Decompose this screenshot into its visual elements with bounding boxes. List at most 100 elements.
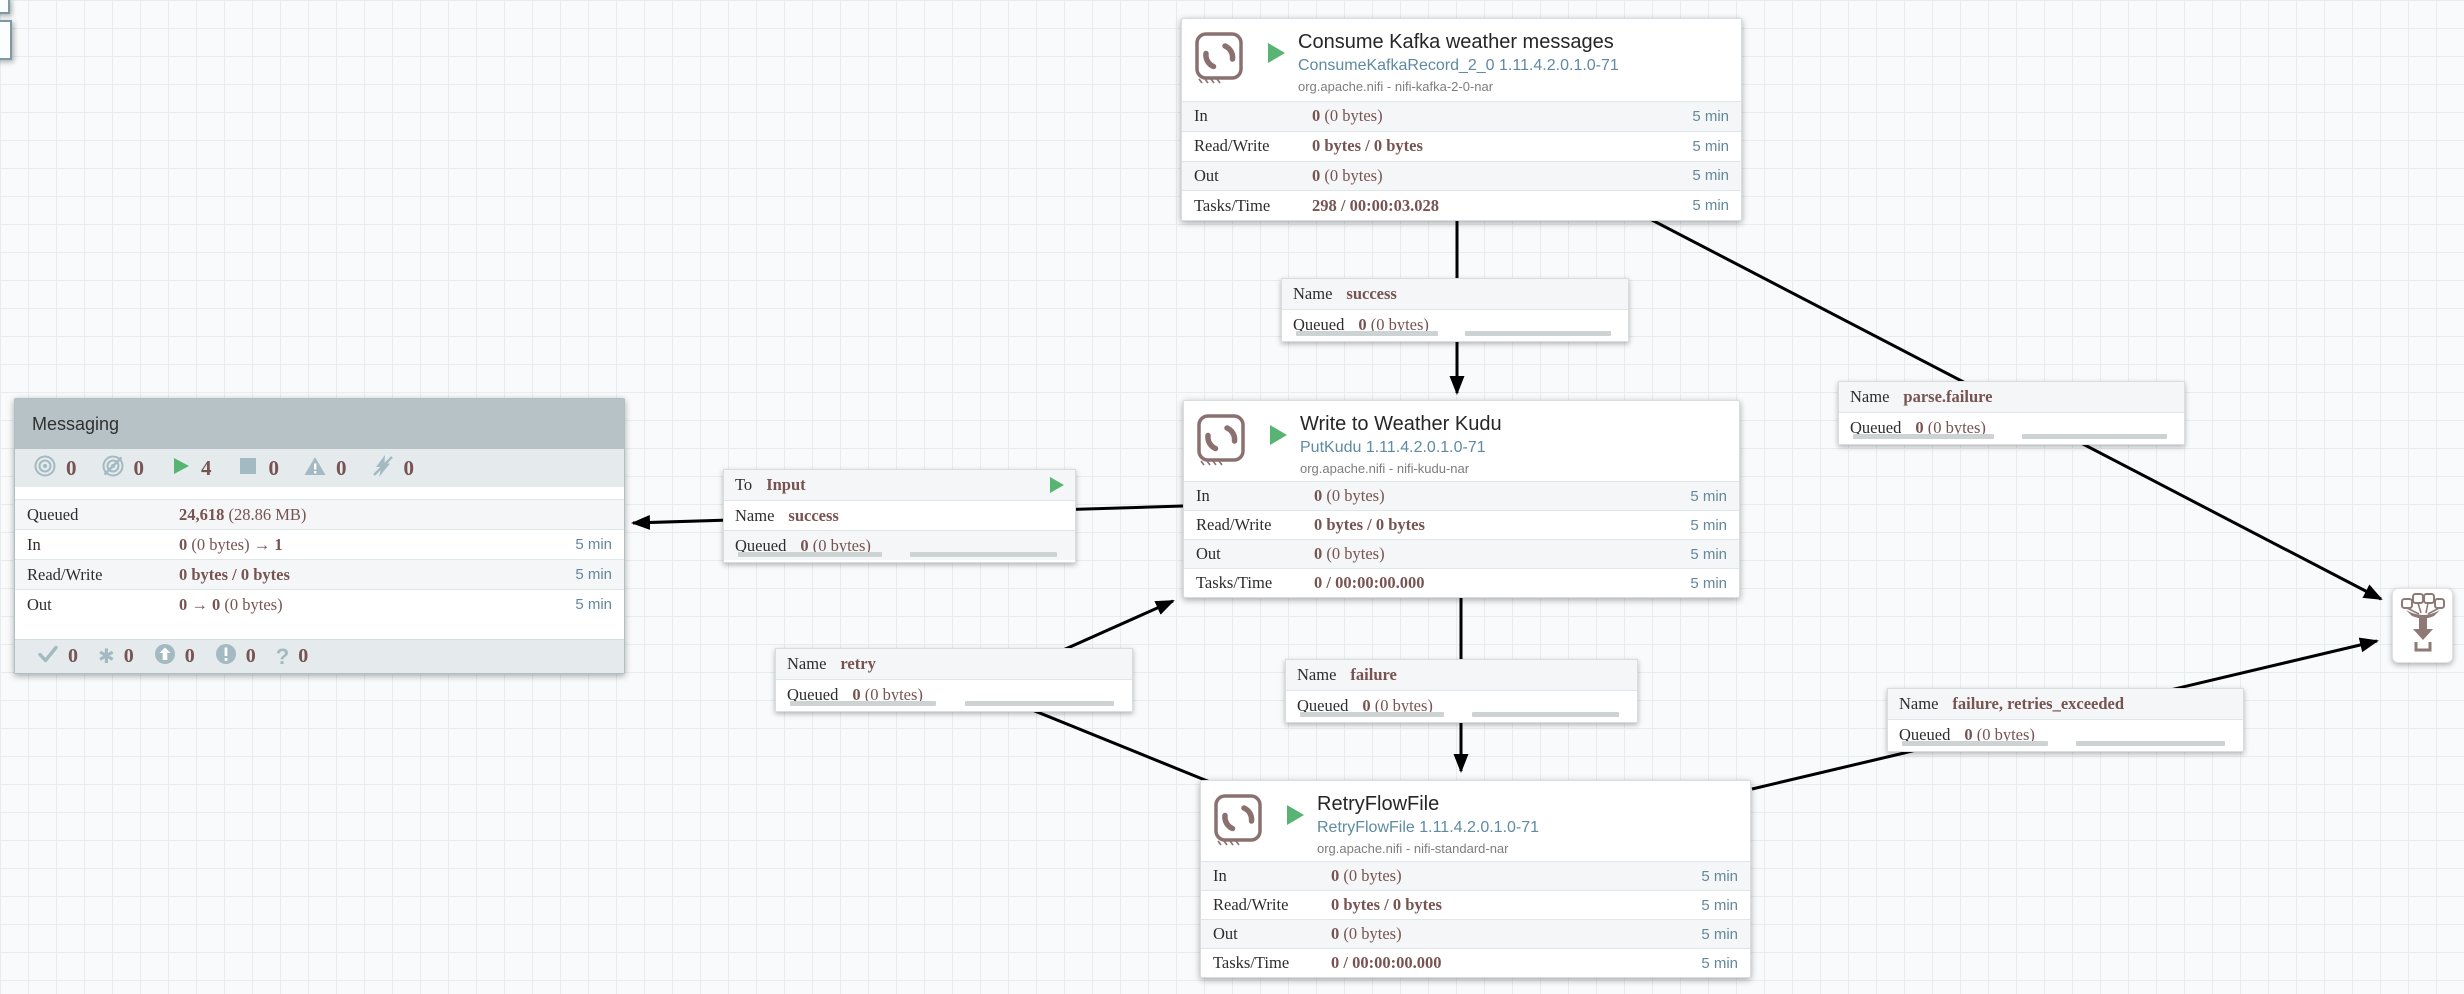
stat-label: Out [1194, 165, 1219, 185]
processor-title: Write to Weather Kudu [1300, 413, 1502, 435]
stat-value: 0 bytes / 0 bytes [179, 564, 290, 584]
warning-count: 0 [336, 455, 347, 480]
port-running-icon [1050, 477, 1064, 493]
stat-label: Tasks/Time [1194, 195, 1271, 215]
queue-size-bar [1472, 712, 1620, 717]
stat-window: 5 min [575, 566, 612, 583]
processor-title: Consume Kafka weather messages [1298, 31, 1614, 53]
name-key: Name [1297, 665, 1337, 684]
queued-value: 0 (0 bytes) [1915, 417, 1986, 437]
stat-label: Read/Write [1196, 515, 1272, 534]
process-group-header[interactable]: Messaging [15, 399, 624, 449]
processor-retryflowfile[interactable]: RetryFlowFile RetryFlowFile 1.11.4.2.0.1… [1200, 780, 1751, 978]
stat-value: 0 (0 bytes) [1331, 866, 1402, 885]
stat-value: 24,618 (28.86 MB) [179, 504, 307, 524]
stopped-icon [236, 454, 260, 483]
sync-failure-count: 0 [245, 645, 256, 667]
connection-label-failure-retries-exceeded[interactable]: Name failure, retries_exceeded Queued 0 … [1887, 688, 2244, 752]
stat-label: Out [1213, 924, 1238, 943]
stat-label: Read/Write [27, 564, 103, 584]
stat-label: Tasks/Time [1196, 573, 1273, 592]
not-transmitting-icon [101, 454, 125, 483]
stat-label: In [27, 534, 41, 554]
connection-label-retry[interactable]: Name retry Queued 0 (0 bytes) [775, 648, 1133, 712]
stopped-count: 0 [268, 455, 280, 480]
stat-value: 0 bytes / 0 bytes [1314, 515, 1425, 534]
processor-bundle: org.apache.nifi - nifi-kudu-nar [1300, 461, 1470, 476]
processor-write-to-weather-kudu[interactable]: Write to Weather Kudu PutKudu 1.11.4.2.0… [1183, 400, 1740, 598]
stat-value: 298 / 00:00:03.028 [1312, 195, 1439, 215]
connection-name: failure [1350, 665, 1397, 684]
sync-failure-icon [215, 643, 237, 670]
connection-label-failure[interactable]: Name failure Queued 0 (0 bytes) [1285, 659, 1638, 723]
stat-label: Tasks/Time [1213, 953, 1290, 972]
name-key: Name [787, 654, 827, 673]
processor-bundle: org.apache.nifi - nifi-kafka-2-0-nar [1298, 79, 1494, 94]
queued-value: 0 (0 bytes) [800, 535, 871, 555]
queue-count-bar [1300, 712, 1444, 717]
stat-value: 0 (0 bytes) [1331, 924, 1402, 943]
queue-count-bar [1295, 331, 1438, 336]
stat-window: 5 min [575, 536, 612, 553]
stat-row-out: Out 0 → 0 (0 bytes) 5 min [15, 589, 624, 619]
stat-value: 0 → 0 (0 bytes) [179, 594, 283, 614]
name-key: Name [1850, 387, 1890, 406]
connection-name: success [1346, 284, 1397, 303]
queued-key: Queued [1293, 314, 1345, 334]
stale-count: 0 [184, 645, 195, 667]
stat-row-tasks-time: Tasks/Time 0 / 00:00:00.000 5 min [1201, 948, 1750, 977]
running-count: 4 [201, 455, 212, 480]
processor-type: RetryFlowFile 1.11.4.2.0.1.0-71 [1317, 819, 1540, 836]
stat-row-in: In 0 (0 bytes) 5 min [1184, 481, 1739, 510]
stat-window: 5 min [1690, 516, 1727, 534]
stat-row-queued: Queued 24,618 (28.86 MB) [15, 499, 624, 529]
stat-window: 5 min [1690, 545, 1727, 563]
funnel-component[interactable] [2392, 588, 2453, 663]
stat-label: In [1213, 866, 1227, 885]
warning-icon [303, 454, 327, 483]
stat-label: In [1194, 106, 1208, 126]
transmitting-count: 0 [66, 455, 77, 480]
processor-bundle: org.apache.nifi - nifi-standard-nar [1317, 841, 1509, 856]
queue-size-bar [910, 552, 1058, 557]
up-to-date-count: 0 [68, 645, 78, 667]
stat-window: 5 min [1701, 925, 1738, 943]
name-key: Name [1293, 284, 1333, 303]
process-group-version-bar: 0 ✱0 0 0 ?0 [15, 639, 624, 673]
queued-value: 0 (0 bytes) [1358, 314, 1429, 334]
stat-window: 5 min [1690, 574, 1727, 592]
name-key: Name [1899, 694, 1939, 713]
process-group-title: Messaging [32, 413, 120, 434]
locally-modified-icon: ✱ [98, 645, 115, 668]
process-group-messaging[interactable]: Messaging 0 0 4 0 0 0 Queued [14, 398, 625, 674]
stat-value: 0 (0 bytes) [1314, 544, 1385, 563]
running-status-icon [1268, 43, 1285, 63]
stat-window: 5 min [1692, 137, 1729, 155]
queue-size-bar [2076, 741, 2226, 746]
connection-label-parse-failure[interactable]: Name parse.failure Queued 0 (0 bytes) [1838, 381, 2185, 445]
stat-window: 5 min [1701, 954, 1738, 972]
offscreen-component-partial [0, 20, 12, 60]
connection-label-success[interactable]: Name success Queued 0 (0 bytes) [1281, 278, 1629, 342]
stat-row-read-write: Read/Write 0 bytes / 0 bytes 5 min [1182, 130, 1741, 161]
stat-row-out: Out 0 (0 bytes) 5 min [1184, 539, 1739, 568]
stat-window: 5 min [1701, 867, 1738, 885]
stat-window: 5 min [1701, 896, 1738, 914]
connection-name: retry [840, 654, 876, 673]
queue-count-bar [1852, 434, 1995, 439]
processor-consume-kafka-weather-messages[interactable]: Consume Kafka weather messages ConsumeKa… [1181, 18, 1742, 221]
to-key: To [735, 475, 753, 494]
stat-row-read-write: Read/Write 0 bytes / 0 bytes 5 min [15, 559, 624, 589]
stat-window: 5 min [575, 596, 612, 613]
offscreen-component-partial [0, 0, 10, 14]
connection-label-to-input-success[interactable]: To Input Name success Queued 0 (0 bytes) [723, 469, 1076, 563]
to-port-name: Input [766, 475, 806, 494]
processor-type: PutKudu 1.11.4.2.0.1.0-71 [1300, 439, 1486, 456]
processor-type: ConsumeKafkaRecord_2_0 1.11.4.2.0.1.0-71 [1298, 57, 1619, 74]
stat-row-read-write: Read/Write 0 bytes / 0 bytes 5 min [1201, 890, 1750, 919]
stat-label: Out [1196, 544, 1221, 563]
stat-row-in: In 0 (0 bytes) 5 min [1182, 101, 1741, 131]
transmitting-icon [33, 454, 57, 483]
queue-count-bar [790, 701, 937, 706]
